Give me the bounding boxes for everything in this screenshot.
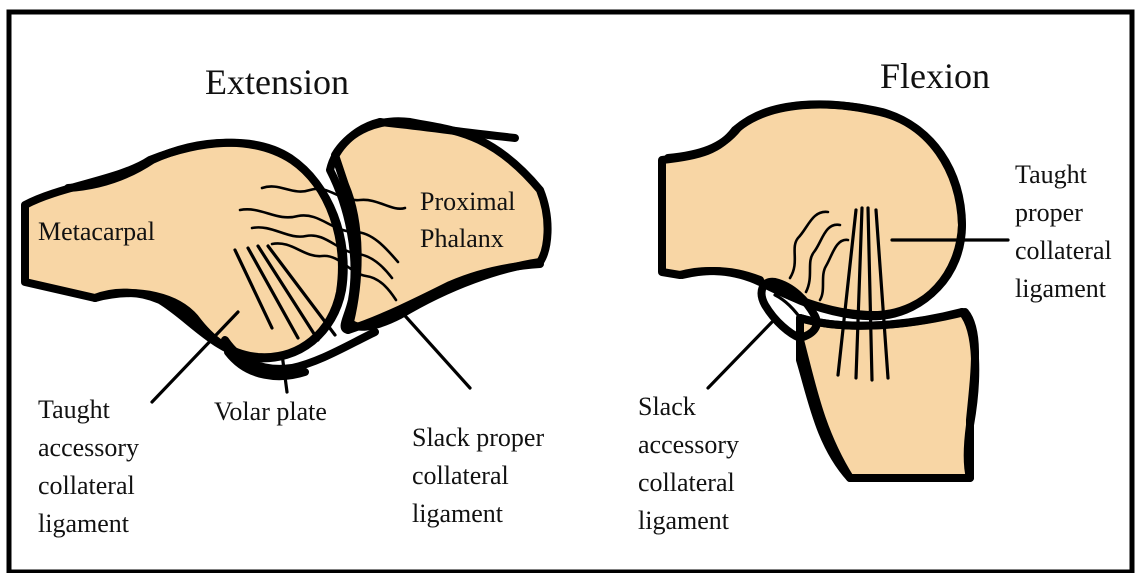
flex-accessory-label-4: ligament bbox=[638, 506, 730, 535]
volar-plate-label: Volar plate bbox=[214, 397, 327, 426]
proper-leader-line bbox=[398, 308, 470, 388]
flex-accessory-leader-line bbox=[708, 322, 772, 388]
ext-proper-label-3: ligament bbox=[412, 499, 504, 528]
phalanx-label-line2: Phalanx bbox=[420, 224, 504, 253]
extension-title: Extension bbox=[205, 62, 349, 102]
flex-accessory-label-3: collateral bbox=[638, 468, 735, 497]
metacarpal-label: Metacarpal bbox=[38, 217, 155, 246]
flex-proper-label-3: collateral bbox=[1015, 236, 1112, 265]
phalanx-label-line1: Proximal bbox=[420, 187, 515, 216]
flexion-metacarpal-bone bbox=[662, 105, 962, 316]
flexion-panel: Flexion Taught proper collateral ligamen… bbox=[638, 56, 1112, 535]
extension-panel: Extension Metacarpal Proximal Phalanx Vo… bbox=[25, 62, 548, 538]
metacarpal-bone bbox=[25, 143, 344, 359]
flexion-title: Flexion bbox=[880, 56, 990, 96]
ext-proper-label-1: Slack proper bbox=[412, 423, 544, 452]
flex-accessory-label-1: Slack bbox=[638, 392, 696, 421]
ext-accessory-label-2: accessory bbox=[38, 433, 139, 462]
ext-accessory-label-4: ligament bbox=[38, 509, 130, 538]
flex-accessory-label-2: accessory bbox=[638, 430, 739, 459]
ext-proper-label-2: collateral bbox=[412, 461, 509, 490]
flex-proper-label-4: ligament bbox=[1015, 274, 1107, 303]
flex-proper-label-1: Taught bbox=[1015, 160, 1088, 189]
flex-proper-label-2: proper bbox=[1015, 198, 1083, 227]
flexion-phalanx-bone bbox=[800, 312, 975, 478]
ext-accessory-label-3: collateral bbox=[38, 471, 135, 500]
ext-accessory-label-1: Taught bbox=[38, 395, 111, 424]
